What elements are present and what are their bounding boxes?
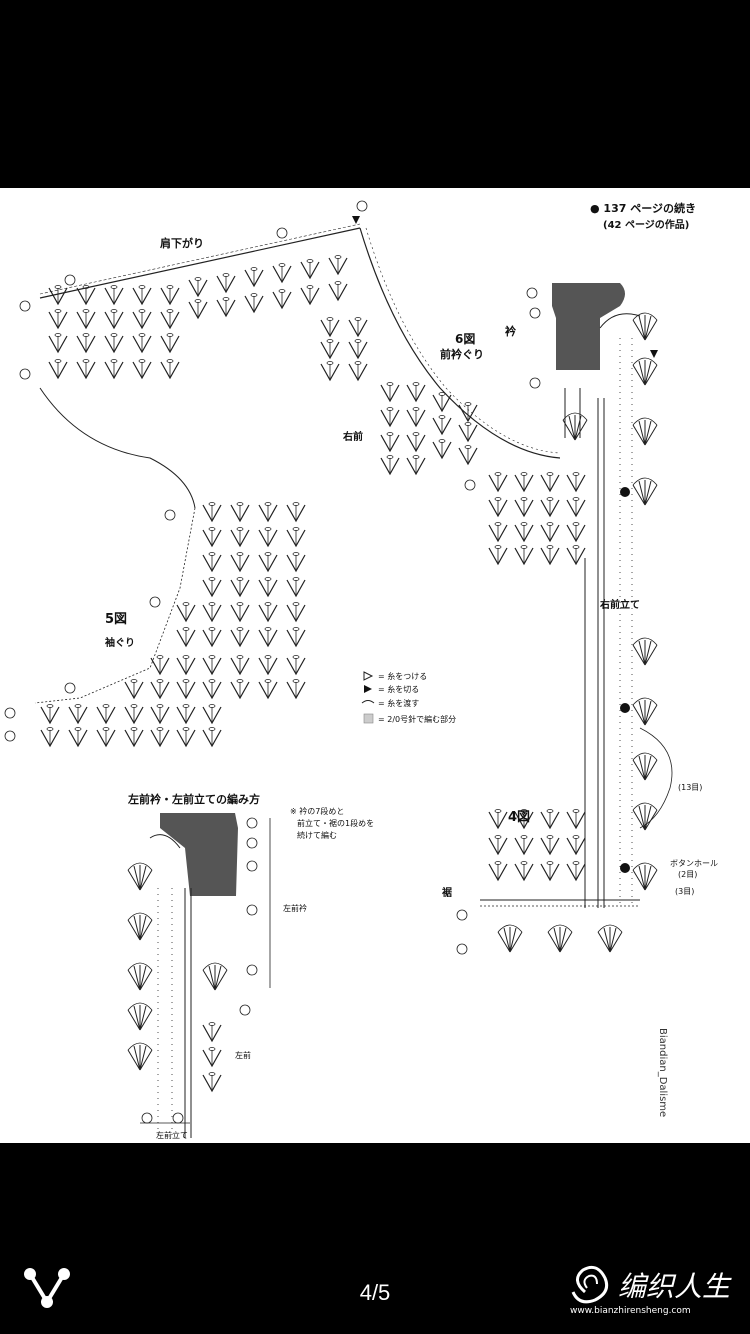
fig5-armhole <box>4 501 306 747</box>
site-name: 编织人生 <box>618 1270 731 1303</box>
front-neck-label: 前衿ぐり <box>440 348 484 361</box>
right-front-label: 右前 <box>343 432 363 443</box>
legend-pass: = 糸を渡す <box>378 699 420 708</box>
right-placket-label: 右前立て <box>600 600 640 611</box>
collar-label: 衿 <box>505 325 516 338</box>
fig4-hem <box>456 808 640 955</box>
front-neck-curve <box>359 227 561 475</box>
fig4-label: 4図 <box>508 810 531 825</box>
left-note-line3: 続けて編む <box>297 831 337 840</box>
left-diagram-title: 左前衿・左前立ての編み方 <box>128 793 260 806</box>
armhole-label: 袖ぐり <box>105 638 135 649</box>
sts-3-label: (3目) <box>675 887 695 896</box>
right-front-body <box>464 471 586 565</box>
legend-symbols <box>361 671 375 724</box>
fig6-label: 6図 <box>455 332 476 346</box>
site-url: www.bianzhirensheng.com <box>570 1306 691 1316</box>
top-black-bar <box>0 0 750 188</box>
crochet-diagram-image[interactable]: ● 137 ページの続き (42 ページの作品) 肩下がり 6図 前衿ぐり 衿 … <box>0 188 750 1143</box>
left-placket-label: 左前立て <box>156 1131 188 1140</box>
legend-attach: = 糸をつける <box>378 672 428 681</box>
left-front-diagram <box>127 813 271 1138</box>
work-note: (42 ページの作品) <box>603 220 690 231</box>
left-front-label: 左前 <box>235 1051 251 1060</box>
sts-2-label: (2目) <box>678 870 698 879</box>
hem-label: 裾 <box>442 888 452 899</box>
fig5-label: 5図 <box>105 612 128 627</box>
rows-13-label: (13目) <box>678 783 703 792</box>
buttonhole-label: ボタンホール <box>670 859 718 868</box>
left-note-line1: ※ 衿の7段めと <box>290 807 345 816</box>
right-placket-column <box>584 312 673 908</box>
shoulder-section <box>19 200 368 509</box>
watermark: Biandian_Dalisme <box>657 1028 668 1118</box>
left-note-line2: 前立て・裾の1段めを <box>297 819 375 828</box>
pattern-drawing <box>4 200 673 1138</box>
left-collar-label: 左前衿 <box>283 904 307 913</box>
collar-block <box>526 283 658 441</box>
page-indicator: 4/5 <box>359 1280 391 1305</box>
shoulder-label: 肩下がり <box>160 237 204 250</box>
legend-needle: = 2/0号針で編む部分 <box>378 715 457 724</box>
continued-note: ● 137 ページの続き <box>590 202 696 215</box>
site-logo-icon <box>571 1265 609 1304</box>
bottom-black-bar <box>0 1143 750 1334</box>
legend-cut: = 糸を切る <box>378 685 420 694</box>
share-icon[interactable] <box>22 1262 72 1312</box>
